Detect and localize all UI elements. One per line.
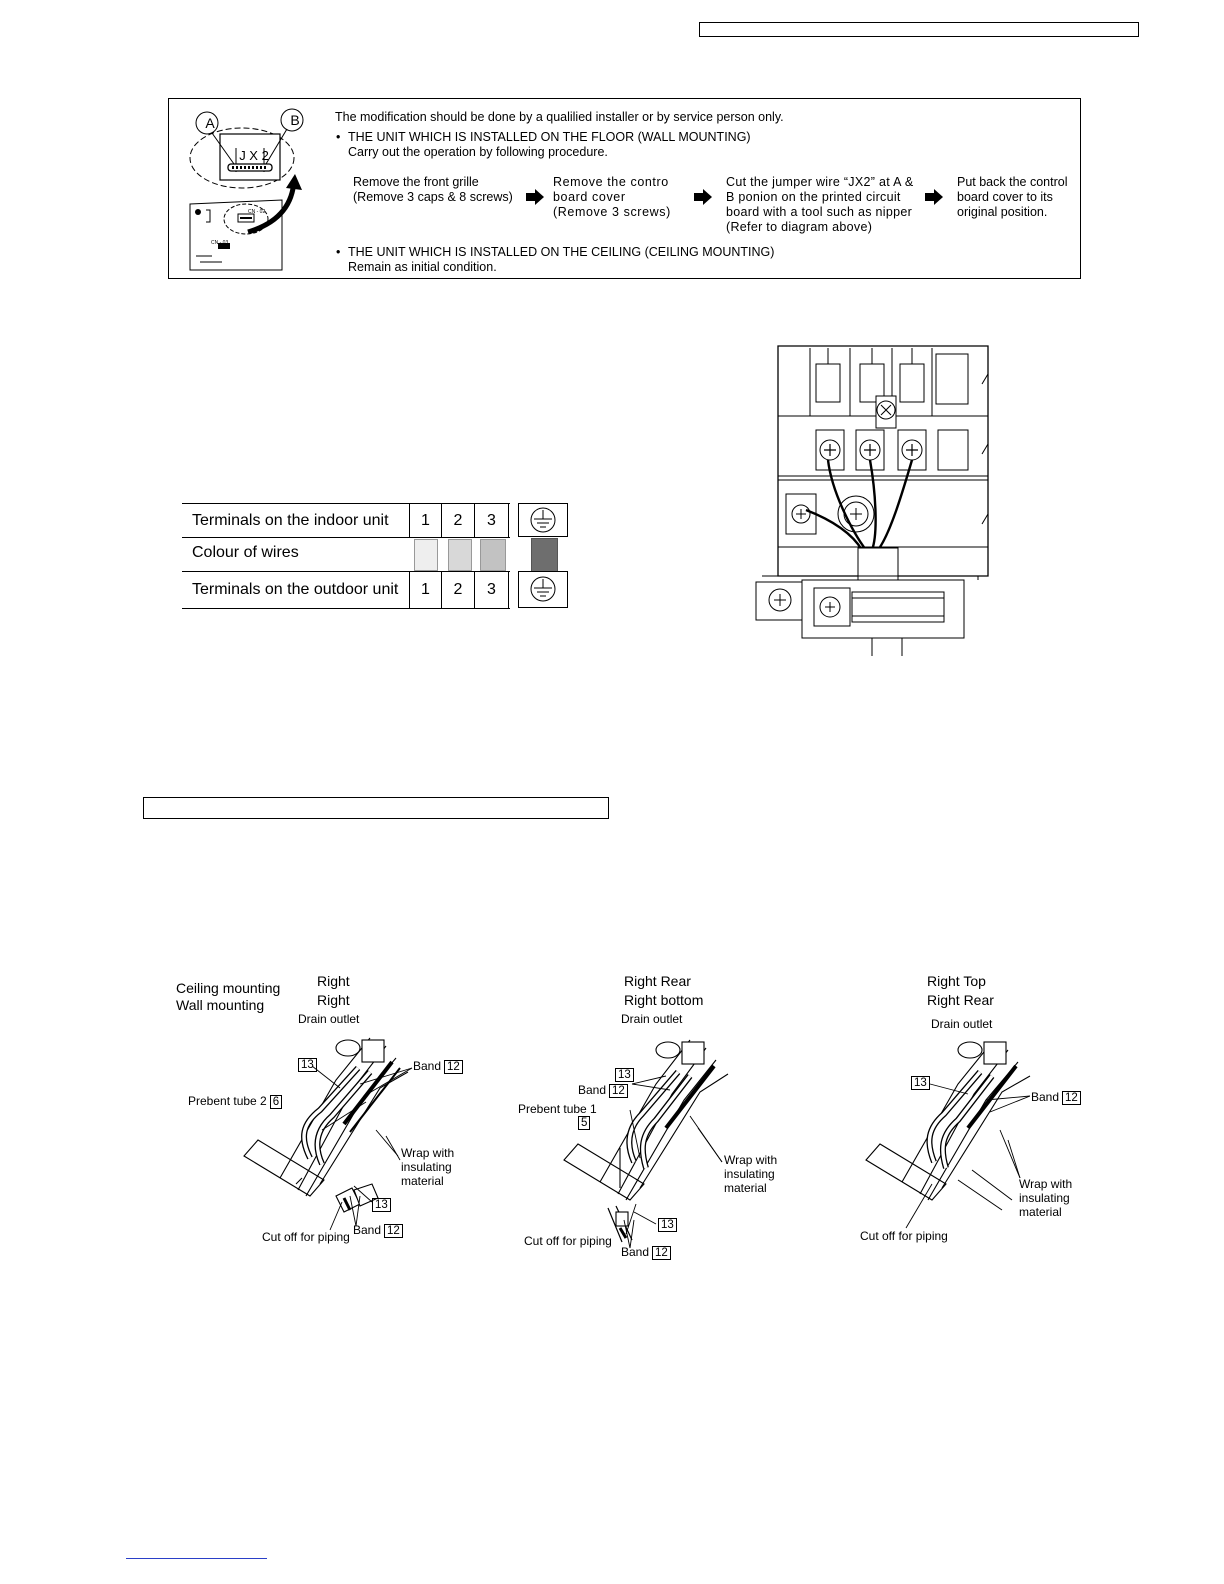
item-13-label: 13: [615, 1067, 634, 1082]
panel3-wall-direction: Right Rear: [927, 992, 994, 1008]
earth-icon: [530, 507, 556, 533]
panel3-ceiling-direction: Right Top: [927, 973, 986, 989]
prebent-tube-1-label: Prebent tube 1: [518, 1102, 597, 1116]
earth-wire-swatch: [531, 538, 558, 572]
panel1-wall-direction: Right: [317, 992, 350, 1008]
prebent-tube-1-number: 5: [578, 1115, 591, 1130]
pcb-connector-label: CN - 03: [211, 240, 229, 246]
panel1-ceiling-direction: Right: [317, 973, 350, 989]
drain-outlet-label: Drain outlet: [621, 1012, 683, 1026]
floor-subheading: Carry out the operation by following pro…: [348, 145, 608, 159]
item-13-label: 13: [372, 1197, 391, 1212]
wire-colour-swatch: [480, 539, 506, 571]
wire-colour-swatch: [448, 539, 472, 571]
label-b: B: [290, 112, 300, 128]
step-4: Put back the control board cover to its …: [957, 175, 1068, 219]
modification-intro: The modification should be done by a qua…: [335, 110, 784, 124]
pcb-connector-label: CN - 02: [248, 209, 266, 215]
earth-terminal-outdoor: [518, 571, 568, 608]
piping-diagram-right-rear: [563, 1039, 729, 1243]
outdoor-terminals-label: Terminals on the outdoor unit: [192, 581, 399, 598]
wire-colour-label: Colour of wires: [192, 544, 299, 561]
bullet: •: [336, 245, 341, 259]
step-3: Cut the jumper wire “JX2” at A & B ponio…: [726, 175, 914, 234]
cut-off-label: Cut off for piping: [524, 1234, 612, 1248]
piping-diagram-right-top: [865, 1041, 1031, 1211]
cut-off-label: Cut off for piping: [860, 1229, 948, 1243]
ceiling-mounting-label: Ceiling mounting: [176, 980, 281, 996]
section-title-box: [143, 797, 609, 819]
drain-outlet-label: Drain outlet: [931, 1017, 993, 1031]
indoor-terminal-2: 2: [453, 512, 463, 529]
item-13-label: 13: [911, 1075, 930, 1090]
panel2-ceiling-direction: Right Rear: [624, 973, 691, 989]
label-a: A: [205, 115, 215, 131]
drain-outlet-label: Drain outlet: [298, 1012, 360, 1026]
piping-diagram-right: [243, 1037, 409, 1213]
pcb-jumper-diagram: [189, 108, 304, 271]
arrow-right-icon: [925, 189, 943, 205]
earth-icon: [530, 576, 556, 602]
outdoor-terminal-1: 1: [421, 581, 430, 598]
step-1: Remove the front grille (Remove 3 caps &…: [353, 175, 513, 204]
indoor-terminals-label: Terminals on the indoor unit: [192, 512, 389, 529]
item-13-label: 13: [658, 1217, 677, 1232]
ceiling-heading: THE UNIT WHICH IS INSTALLED ON THE CEILI…: [348, 245, 775, 259]
arrow-right-icon: [526, 189, 544, 205]
floor-heading: THE UNIT WHICH IS INSTALLED ON THE FLOOR…: [348, 130, 751, 144]
item-13-label: 13: [298, 1057, 317, 1072]
panel2-wall-direction: Right bottom: [624, 992, 704, 1008]
outdoor-terminal-3: 3: [487, 581, 496, 598]
step-2: Remove the contro board cover (Remove 3 …: [553, 175, 671, 219]
cut-off-label: Cut off for piping: [262, 1230, 350, 1244]
earth-terminal-indoor: [518, 503, 568, 537]
leader-lines: [623, 1075, 723, 1249]
indoor-terminal-3: 3: [487, 512, 496, 529]
wire-colour-swatch: [414, 539, 438, 571]
jumper-label: J X 2: [239, 148, 269, 163]
terminal-block-drawing: [755, 345, 989, 656]
indoor-terminals-row: [182, 503, 510, 538]
indoor-terminal-1: 1: [421, 512, 430, 529]
ceiling-subheading: Remain as initial condition.: [348, 260, 497, 274]
outdoor-terminal-2: 2: [453, 581, 463, 598]
leader-lines: [311, 1065, 413, 1231]
header-box: [699, 22, 1139, 37]
footer-link-line: [126, 1558, 267, 1559]
arrow-right-icon: [694, 189, 712, 205]
wall-mounting-label: Wall mounting: [176, 997, 265, 1013]
outdoor-terminals-row: [182, 571, 510, 609]
modification-panel: [168, 98, 1081, 279]
leader-lines: [905, 1083, 1030, 1229]
bullet: •: [336, 130, 341, 144]
